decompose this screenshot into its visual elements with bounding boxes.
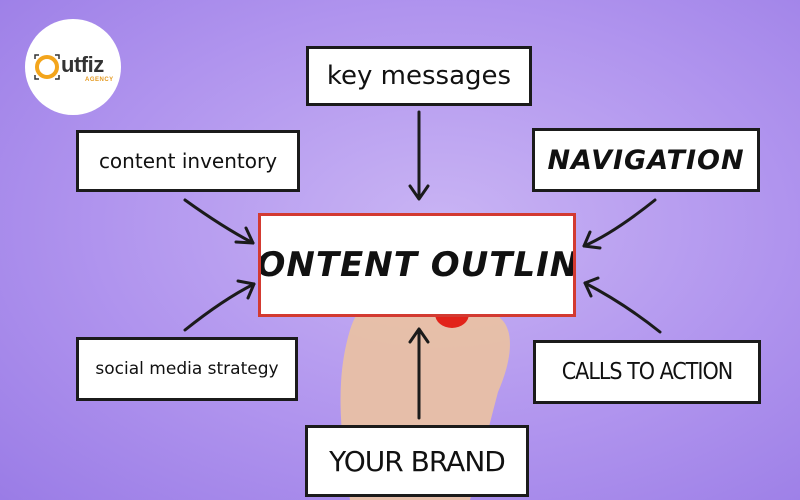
arrow-content-inventory-to-center bbox=[183, 198, 255, 245]
logo-ring-icon bbox=[34, 54, 60, 80]
node-label: social media strategy bbox=[95, 359, 279, 379]
logo-subtext: AGENCY bbox=[85, 77, 114, 83]
node-label: NAVIGATION bbox=[547, 144, 745, 176]
arrow-your-brand-to-center bbox=[408, 327, 430, 420]
arrow-navigation-to-center bbox=[582, 198, 657, 250]
center-label: CONTENT OUTLINE bbox=[258, 245, 573, 285]
arrow-key-messages-to-center bbox=[408, 110, 430, 201]
outfiz-logo[interactable]: utfiz AGENCY bbox=[25, 19, 121, 115]
node-content-outline: CONTENT OUTLINE bbox=[258, 213, 576, 317]
node-label: key messages bbox=[326, 61, 512, 91]
node-label: CALLS TO ACTION bbox=[561, 359, 734, 385]
node-calls-to-action: CALLS TO ACTION bbox=[533, 340, 761, 404]
arrow-calls-to-action-to-center bbox=[583, 276, 662, 334]
node-key-messages: key messages bbox=[306, 46, 532, 106]
node-content-inventory: content inventory bbox=[76, 130, 300, 192]
node-label: YOUR BRAND bbox=[329, 444, 506, 478]
arrow-social-media-to-center bbox=[183, 279, 256, 332]
node-your-brand: YOUR BRAND bbox=[305, 425, 529, 497]
node-label: content inventory bbox=[98, 149, 278, 173]
node-navigation: NAVIGATION bbox=[532, 128, 760, 192]
node-social-media-strategy: social media strategy bbox=[76, 337, 298, 401]
logo-text: utfiz bbox=[61, 52, 104, 77]
